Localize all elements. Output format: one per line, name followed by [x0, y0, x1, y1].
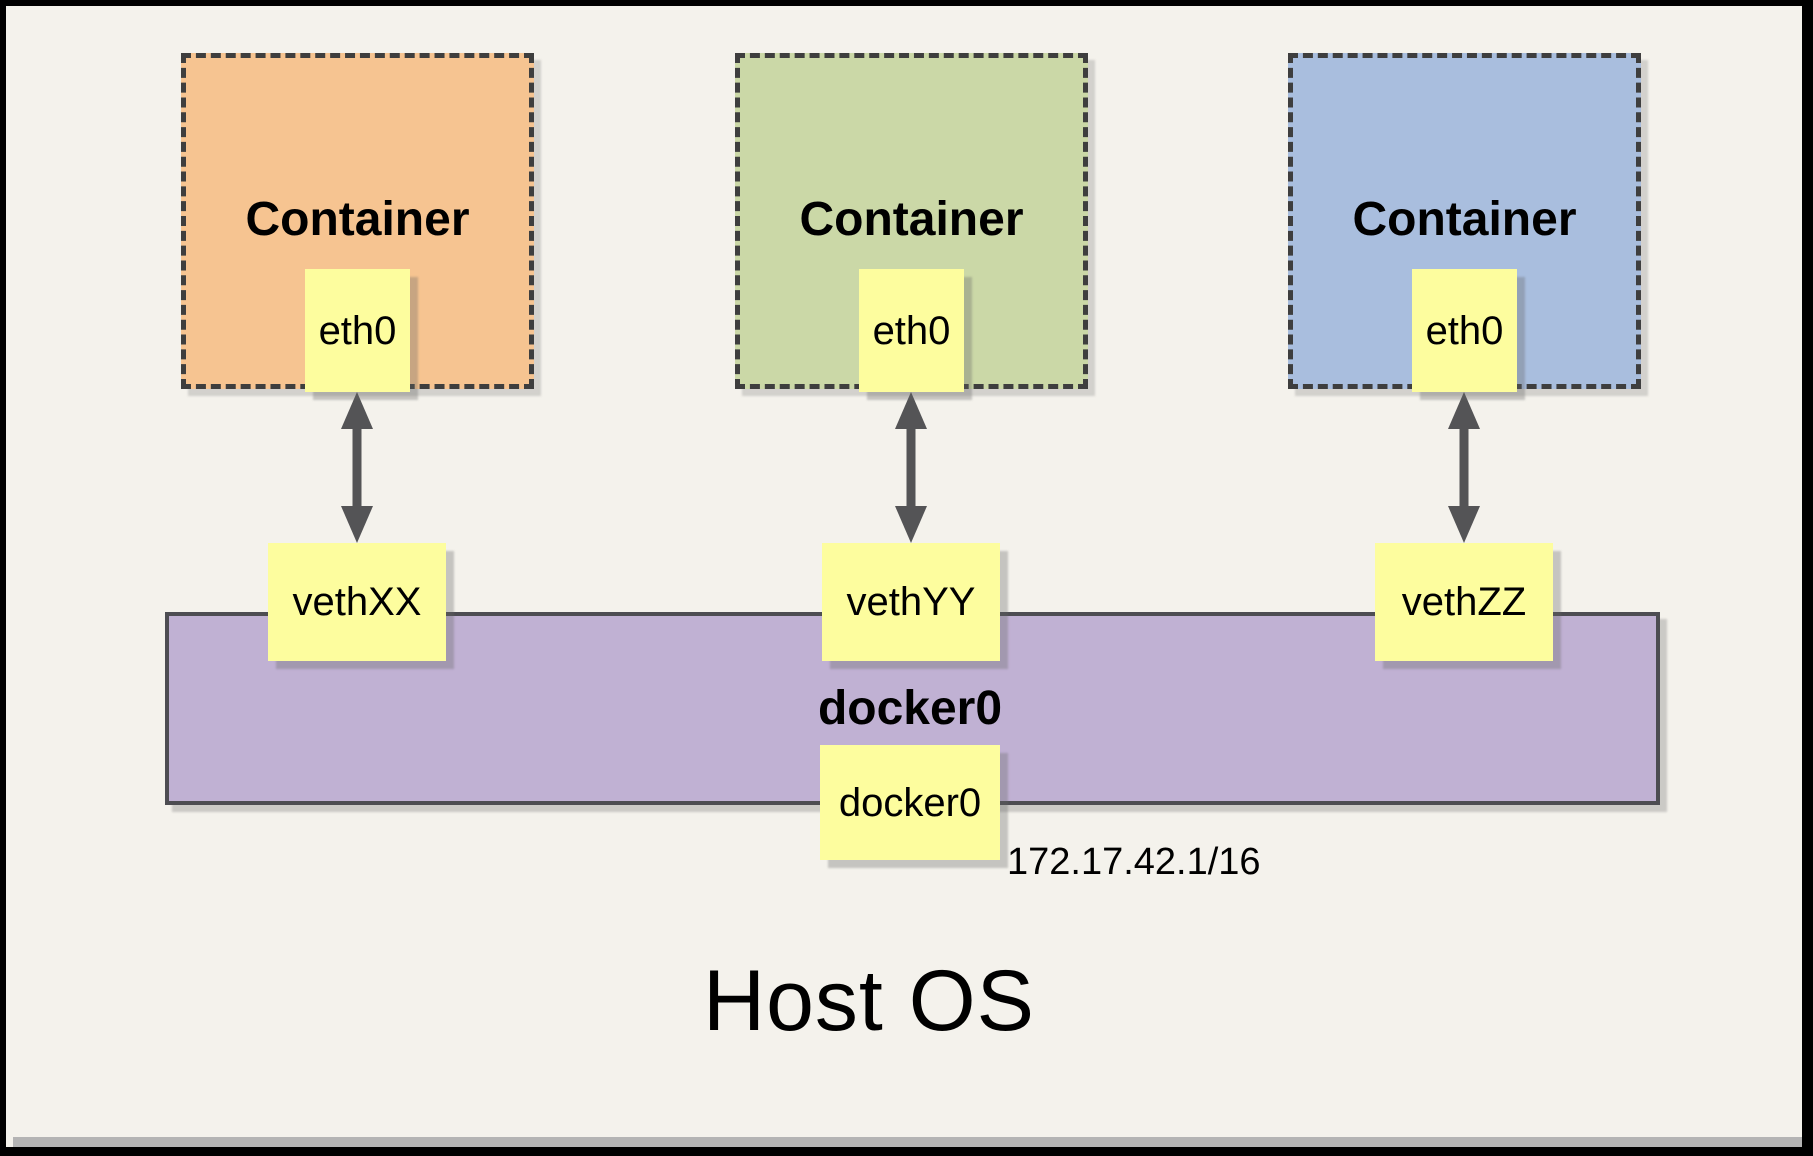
docker0-interface-box: docker0: [820, 745, 1000, 860]
veth-connection-arrow-3: [1448, 392, 1480, 543]
container-label-3: Container: [1352, 193, 1577, 246]
docker0-bridge-label: docker0: [817, 682, 1003, 735]
vethzz-label: vethZZ: [1401, 580, 1527, 624]
container-box-3: Container: [1288, 53, 1641, 389]
bridge-ip-address: 172.17.42.1/16: [1007, 841, 1261, 883]
eth0-box-1: eth0: [305, 269, 410, 392]
vethyy-box: vethYY: [822, 543, 1000, 661]
eth0-label-2: eth0: [872, 308, 951, 353]
veth-connection-arrow-1: [341, 392, 373, 543]
host-os-label: Host OS: [703, 953, 1035, 1049]
outer-frame-right: [1802, 0, 1813, 1156]
eth0-label-1: eth0: [318, 308, 397, 353]
outer-frame-left: [0, 0, 6, 1156]
vethxx-label: vethXX: [292, 580, 422, 624]
eth0-label-3: eth0: [1425, 308, 1504, 353]
vethyy-label: vethYY: [846, 580, 976, 624]
outer-frame-top: [0, 0, 1813, 6]
panel-bottom-shadow: [13, 1137, 1802, 1147]
container-label-2: Container: [799, 193, 1024, 246]
eth0-box-2: eth0: [859, 269, 964, 392]
eth0-box-3: eth0: [1412, 269, 1517, 392]
vethzz-box: vethZZ: [1375, 543, 1553, 661]
vethxx-box: vethXX: [268, 543, 446, 661]
veth-connection-arrow-2: [895, 392, 927, 543]
outer-frame-bottom: [0, 1147, 1813, 1156]
container-label-1: Container: [245, 193, 470, 246]
docker0-interface-label: docker0: [838, 780, 982, 825]
